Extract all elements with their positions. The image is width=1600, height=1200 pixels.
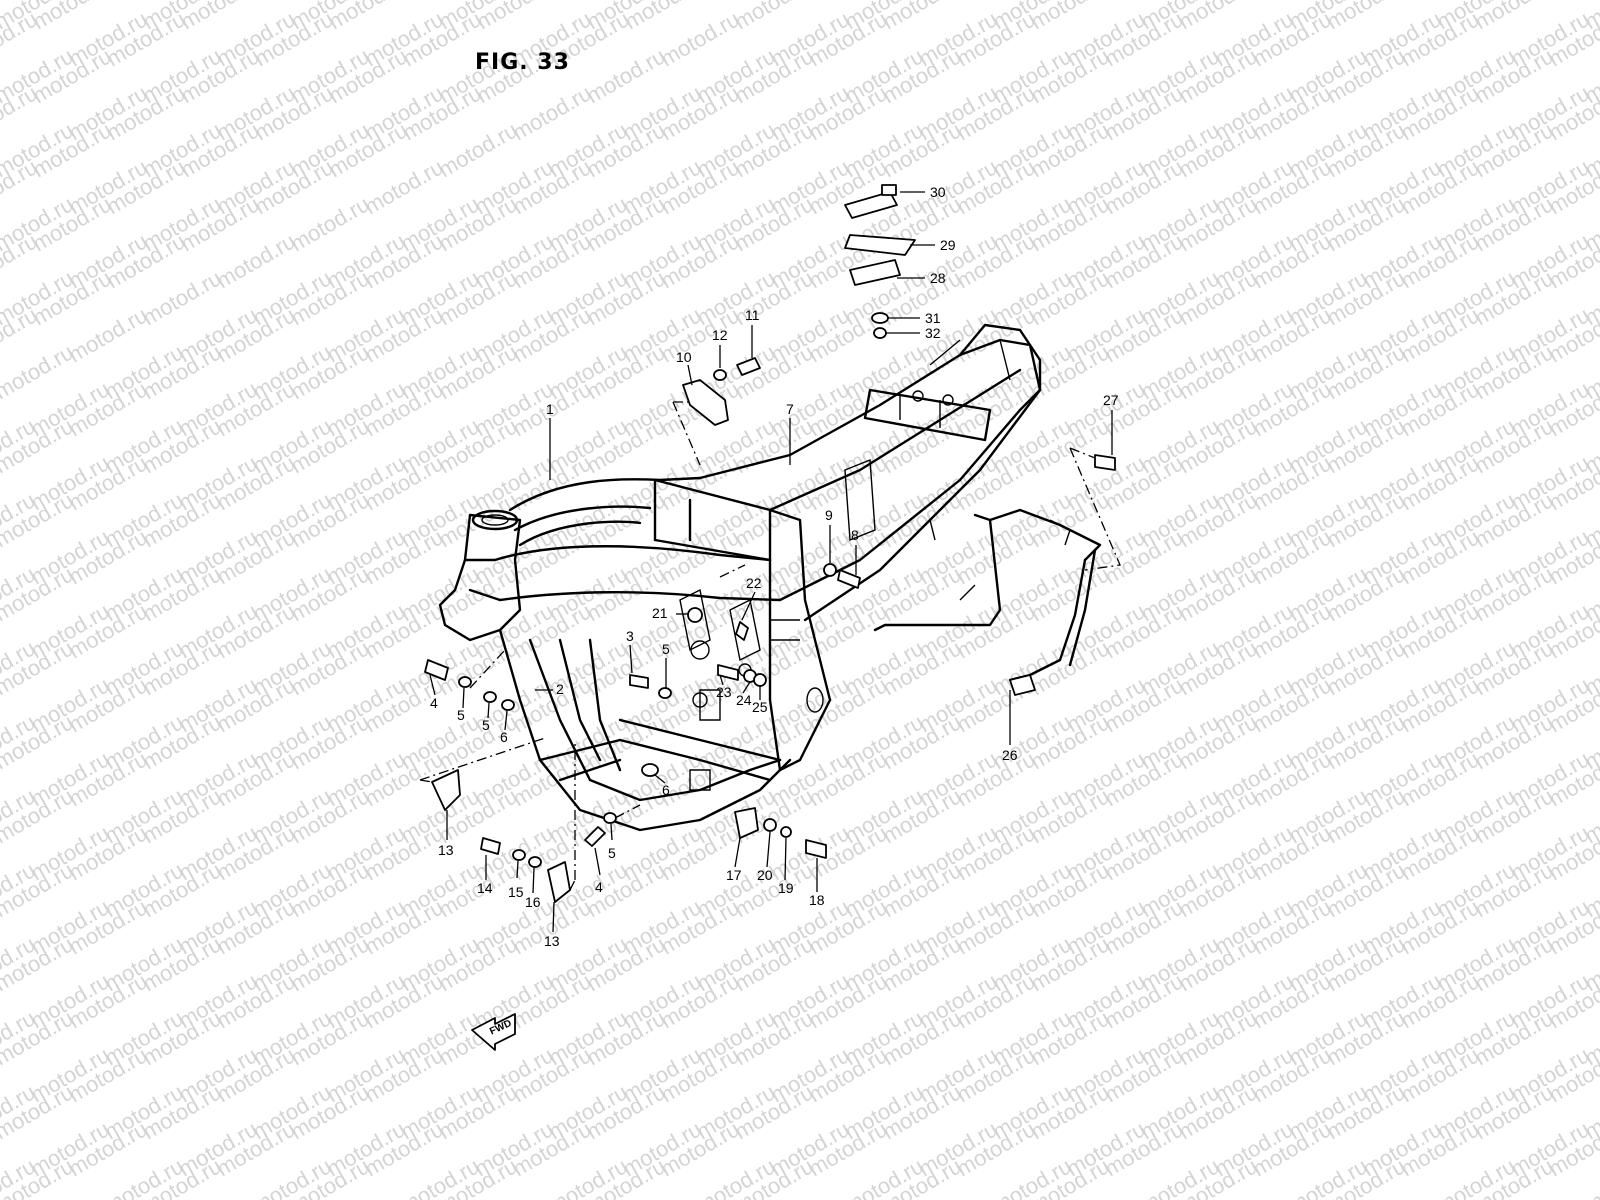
callout-5-left: 5 xyxy=(457,707,465,723)
callout-24: 24 xyxy=(736,692,752,708)
callout-8: 8 xyxy=(851,527,859,543)
callout-30: 30 xyxy=(930,184,946,200)
callout-32: 32 xyxy=(925,325,941,341)
callout-6-center: 6 xyxy=(662,782,670,798)
callout-15: 15 xyxy=(508,884,524,900)
callout-21: 21 xyxy=(652,605,668,621)
callout-23: 23 xyxy=(716,684,732,700)
callout-1: 1 xyxy=(546,401,554,417)
callout-2: 2 xyxy=(556,681,564,697)
callout-13-left: 13 xyxy=(438,842,454,858)
callout-10: 10 xyxy=(676,349,692,365)
callout-17: 17 xyxy=(726,867,742,883)
callout-19: 19 xyxy=(778,880,794,896)
callout-22: 22 xyxy=(746,575,762,591)
callout-5-lower: 5 xyxy=(608,845,616,861)
callout-13-lower: 13 xyxy=(544,933,560,949)
callout-29: 29 xyxy=(940,237,956,253)
callout-11: 11 xyxy=(745,307,760,323)
callout-18: 18 xyxy=(809,892,825,908)
callout-5-mid: 5 xyxy=(482,717,490,733)
callout-3: 3 xyxy=(626,628,634,644)
callout-6-left: 6 xyxy=(500,729,508,745)
callout-14: 14 xyxy=(477,880,493,896)
seat-rail-subframe xyxy=(873,508,1102,696)
callout-labels: 30 29 28 31 32 12 11 10 7 1 27 9 8 22 21… xyxy=(430,184,1119,1037)
callout-5-center: 5 xyxy=(662,641,670,657)
callout-7: 7 xyxy=(786,401,794,417)
callout-20: 20 xyxy=(757,867,773,883)
callout-4-lower: 4 xyxy=(595,879,603,895)
callout-28: 28 xyxy=(930,270,946,286)
callout-16: 16 xyxy=(525,894,541,910)
callout-9: 9 xyxy=(825,507,833,523)
callout-31: 31 xyxy=(925,310,941,326)
callout-26: 26 xyxy=(1002,747,1018,763)
callout-25: 25 xyxy=(752,699,768,715)
callout-12: 12 xyxy=(712,327,728,343)
main-frame xyxy=(438,323,1042,832)
callout-4-left: 4 xyxy=(430,695,438,711)
callout-27: 27 xyxy=(1103,392,1119,408)
